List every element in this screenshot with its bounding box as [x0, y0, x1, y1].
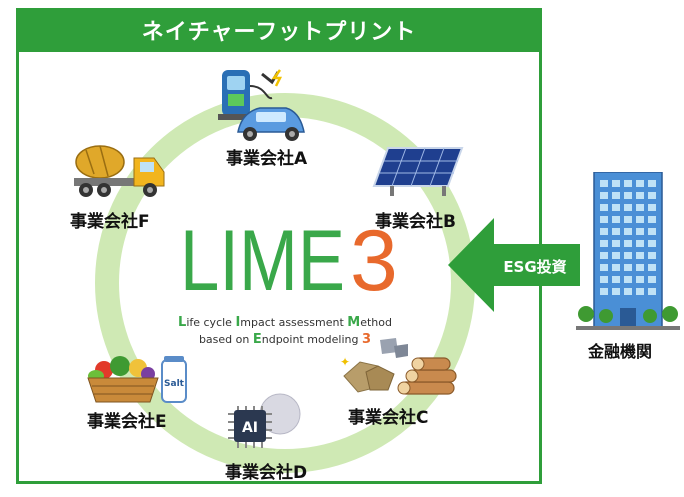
subtitle-fragment: mpact assessment	[240, 316, 348, 329]
subtitle-fragment: ethod	[360, 316, 392, 329]
logo-text-num: 3	[350, 213, 398, 302]
vegetables-salt-icon: Salt	[87, 356, 187, 403]
office-building-icon	[576, 172, 680, 330]
company-f-label: 事業会社F	[70, 212, 150, 232]
ai-chip-icon: AI	[228, 393, 301, 448]
company-e-label: 事業会社E	[87, 412, 167, 432]
subtitle-fragment: ife cycle	[186, 316, 236, 329]
subtitle-fragment: L	[178, 315, 187, 330]
subtitle-fragment: I	[235, 315, 241, 330]
company-a-label: 事業会社A	[226, 149, 308, 169]
subtitle-line-2: based on Endpoint modeling 3	[150, 331, 420, 348]
svg-text:AI: AI	[242, 420, 258, 436]
minerals-logs-icon: ✦	[340, 338, 457, 395]
logo-text-main: LIME	[180, 213, 345, 302]
lime3-subtitle: Life cycle Impact assessment Method base…	[150, 314, 420, 348]
solar-panel-icon	[372, 147, 464, 196]
subtitle-fragment: E	[252, 332, 262, 347]
esg-investment-label: ESG投資	[503, 258, 567, 276]
svg-text:✦: ✦	[340, 355, 350, 369]
financial-institution-label: 金融機関	[588, 342, 653, 361]
company-c-label: 事業会社C	[348, 408, 429, 428]
subtitle-fragment: based on	[198, 333, 253, 346]
company-d-label: 事業会社D	[225, 463, 308, 483]
subtitle-fragment: M	[347, 315, 361, 330]
subtitle-fragment: 3	[362, 332, 372, 347]
subtitle-line-1: Life cycle Impact assessment Method	[150, 314, 420, 331]
ring-circle	[95, 93, 475, 473]
svg-text:Salt: Salt	[164, 379, 185, 389]
esg-arrow	[448, 218, 580, 312]
page-title: ネイチャーフットプリント	[16, 8, 542, 52]
concrete-mixer-truck-icon	[74, 145, 165, 197]
lime3-logo: LIME 3	[180, 213, 398, 302]
ev-charger-car-icon	[218, 69, 305, 141]
company-b-label: 事業会社B	[375, 212, 456, 232]
subtitle-fragment: ndpoint modeling	[261, 333, 362, 346]
